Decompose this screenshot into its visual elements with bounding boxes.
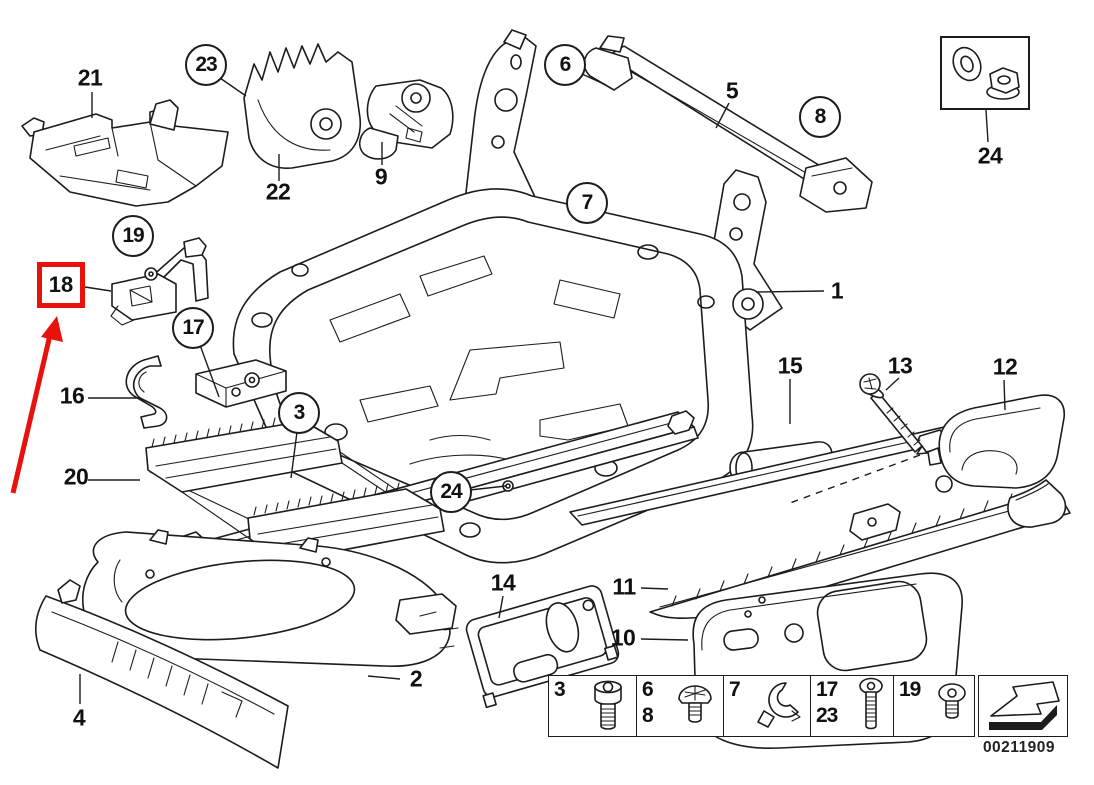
- callout-11: 11: [612, 573, 636, 600]
- part-18-19-art: [110, 237, 209, 326]
- legend-cell-17-23: 17 23: [810, 676, 893, 736]
- callout-24-rail: 24: [430, 471, 472, 513]
- part-23-art: [243, 43, 361, 169]
- legend-cell-6-8: 6 8: [636, 676, 723, 736]
- callout-10: 10: [610, 624, 636, 651]
- seat-frame-art: [232, 29, 833, 564]
- fastener-legend: 3 6 8 7: [548, 675, 975, 737]
- legend-number: 3: [554, 678, 566, 701]
- legend-cell-19: 19: [893, 676, 976, 736]
- part-13-art: [859, 373, 928, 455]
- callout-17: 17: [172, 307, 214, 349]
- callout-16: 16: [59, 382, 85, 409]
- callout-7: 7: [566, 182, 608, 224]
- part-9-art: [358, 79, 454, 160]
- highlight-arrow: [10, 316, 63, 494]
- callout-18: 18: [48, 272, 74, 297]
- diagram-number: 00211909: [982, 739, 1056, 756]
- callout-24-inset: 24: [977, 142, 1003, 169]
- callout-4: 4: [72, 704, 86, 731]
- socket-head-cap-screw-icon: [594, 680, 622, 730]
- callout-14: 14: [490, 569, 516, 596]
- callout-3: 3: [278, 392, 320, 434]
- part-12-art: [927, 394, 1067, 528]
- legend-cell-3: 3: [549, 676, 636, 736]
- torx-screw-short-icon: [938, 683, 966, 719]
- part-4-art: [34, 579, 289, 769]
- part-14-art: [465, 585, 620, 709]
- callout-20: 20: [63, 463, 89, 490]
- part-16-art: [125, 355, 168, 429]
- callout-8: 8: [799, 96, 841, 138]
- direction-arrow-icon: [989, 681, 1060, 730]
- legend-cell-arrow: [978, 675, 1068, 737]
- callout-12: 12: [992, 353, 1018, 380]
- callout-5: 5: [725, 77, 739, 104]
- callout-15: 15: [777, 352, 803, 379]
- callout-23: 23: [185, 44, 227, 86]
- legend-number: 23: [816, 704, 838, 727]
- legend-number: 6: [642, 678, 654, 701]
- part-5-art: [583, 35, 873, 213]
- callout-2: 2: [409, 665, 423, 692]
- inset-box-art: [940, 36, 1030, 110]
- legend-number: 19: [899, 678, 921, 701]
- callout-21: 21: [77, 64, 103, 91]
- legend-number: 17: [816, 678, 838, 701]
- leader-lines: [79, 73, 1006, 704]
- callout-6: 6: [544, 44, 586, 86]
- part-11-art: [649, 475, 1071, 619]
- part-21-art: [21, 99, 229, 207]
- callout-13: 13: [887, 352, 913, 379]
- torx-screw-long-icon: [859, 677, 883, 730]
- callout-19: 19: [112, 215, 154, 257]
- callout-1: 1: [830, 277, 844, 304]
- highlight-box-18: 18: [37, 262, 85, 308]
- legend-number: 7: [729, 678, 741, 701]
- retaining-clip-icon: [757, 682, 801, 728]
- callout-9: 9: [374, 163, 388, 190]
- callout-22: 22: [265, 178, 291, 205]
- legend-number: 8: [642, 704, 654, 727]
- pan-head-screw-icon: [678, 685, 712, 723]
- legend-cell-7: 7: [723, 676, 810, 736]
